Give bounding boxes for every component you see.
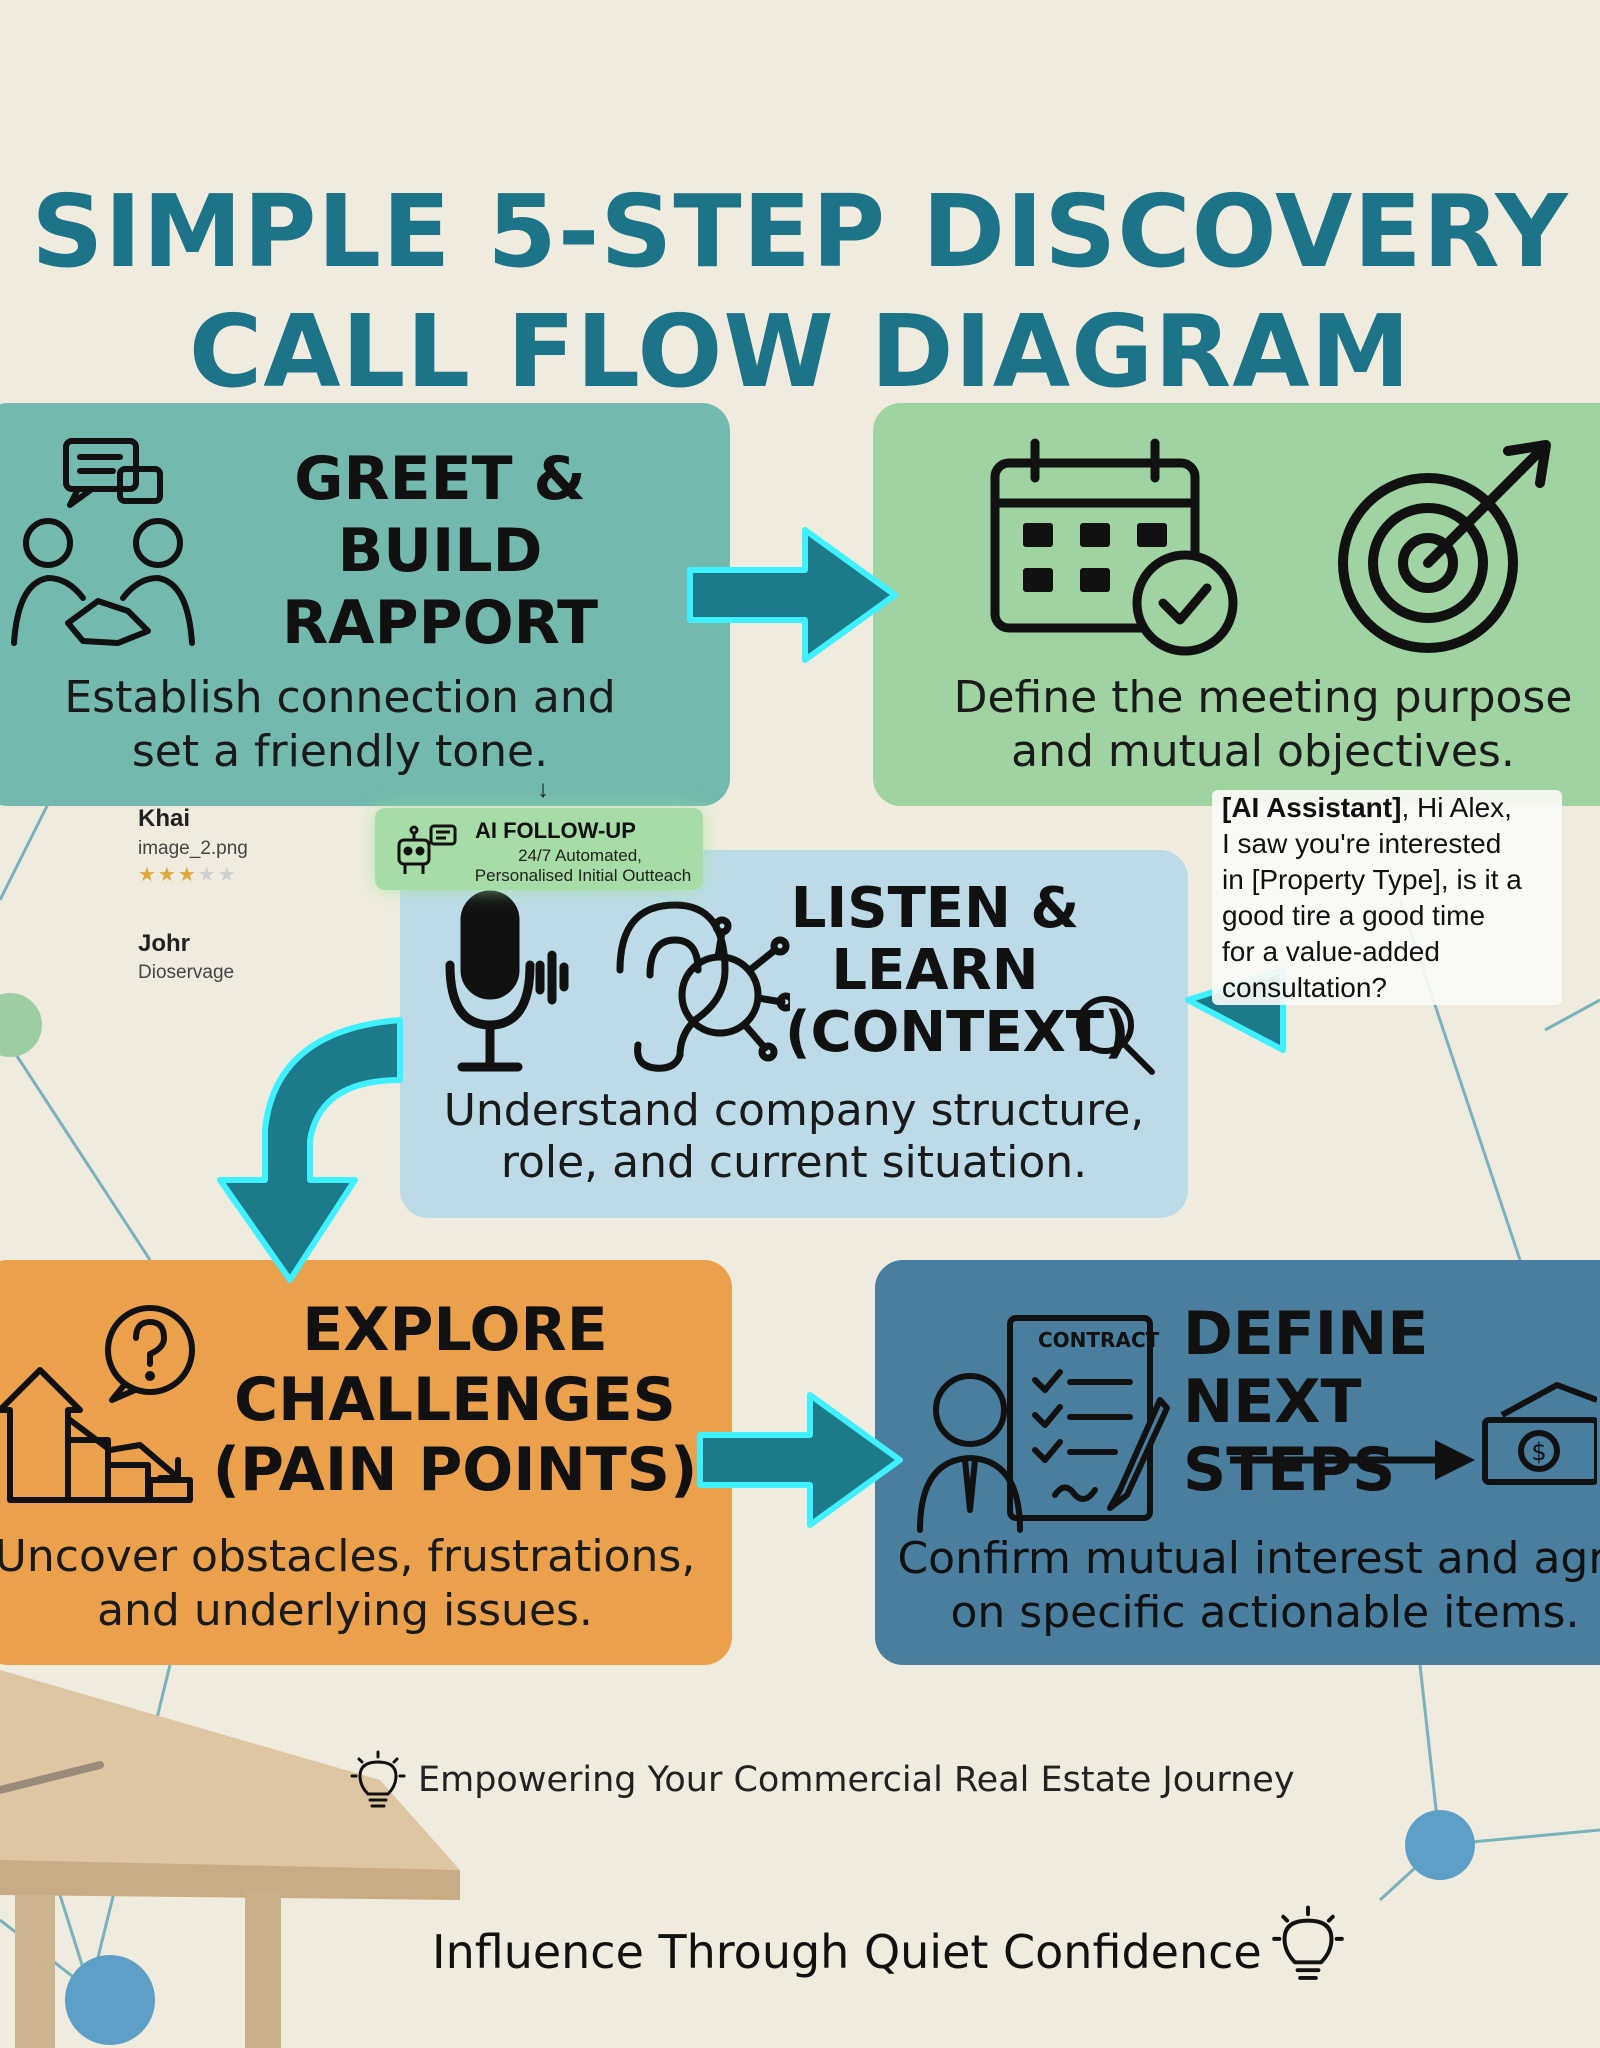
chart-question-icon — [0, 1300, 210, 1520]
step-4-description: Uncover obstacles, frustrations, and und… — [0, 1531, 696, 1636]
step-card-greet: GREET & BUILD RAPPORT Establish connecti… — [0, 403, 730, 806]
contract-person-icon — [915, 1310, 1175, 1540]
user-name: Khai — [138, 805, 191, 832]
people-handshake-chat-icon — [8, 433, 198, 663]
contract-label: CONTRACT — [1038, 1328, 1160, 1352]
tagline-empowering: Empowering Your Commercial Real Estate J… — [418, 1760, 1295, 1800]
step-1-heading: GREET & BUILD RAPPORT — [281, 444, 599, 658]
step-card-explore-challenges: EXPLORE CHALLENGES (PAIN POINTS) Uncover… — [0, 1260, 732, 1665]
money-icon: $ — [1477, 1375, 1597, 1495]
lightbulb-icon — [348, 1750, 408, 1816]
flow-arrow-4-to-5 — [690, 1385, 910, 1540]
chat-body: , Hi Alex, I saw you're interested in [P… — [1222, 792, 1522, 1003]
user-name: Johr — [138, 930, 191, 957]
user-file: Dioservage — [138, 962, 235, 983]
star-rating-empty: ★★ — [197, 864, 238, 886]
microphone-icon — [440, 885, 570, 1085]
flow-arrow-3-to-4 — [200, 1000, 410, 1295]
lightbulb-icon — [1268, 1905, 1348, 1991]
ai-badge-line-1: 24/7 Automated, — [518, 846, 642, 865]
title-line-2: CALL FLOW DIAGRAM — [188, 293, 1412, 410]
calendar-check-icon — [985, 433, 1245, 663]
ai-badge-title: AI FOLLOW-UP — [475, 818, 636, 843]
arrow-right-icon — [1230, 1430, 1480, 1490]
step-4-heading: EXPLORE CHALLENGES (PAIN POINTS) — [212, 1295, 698, 1505]
step-card-next-steps: CONTRACT DEFINE NEXT STEPS $ Confirm mut… — [875, 1260, 1600, 1665]
magnifier-icon — [1070, 990, 1160, 1080]
ear-network-icon — [600, 890, 790, 1080]
svg-text:$: $ — [1531, 1438, 1546, 1466]
step-1-description: Establish connection and set a friendly … — [64, 672, 616, 777]
ai-badge-arrow: ↓ — [537, 776, 549, 803]
page-title: SIMPLE 5-STEP DISCOVERY CALL FLOW DIAGRA… — [0, 172, 1600, 412]
step-card-define-purpose: Define the meeting purpose and mutual ob… — [873, 403, 1600, 806]
ai-follow-up-badge: AI FOLLOW-UP 24/7 Automated, Personalise… — [375, 808, 703, 890]
star-rating: ★★★★★ — [138, 862, 238, 887]
step-3-heading: LISTEN & LEARN (CONTEXT) — [785, 876, 1130, 1065]
step-card-listen-learn: LISTEN & LEARN (CONTEXT) Understand comp… — [400, 850, 1188, 1218]
chat-message-text: [AI Assistant], Hi Alex, I saw you're in… — [1222, 790, 1562, 1006]
title-line-1: SIMPLE 5-STEP DISCOVERY — [31, 173, 1569, 290]
step-5-heading: DEFINE NEXT STEPS — [1183, 1299, 1429, 1505]
chat-sender: [AI Assistant] — [1222, 792, 1402, 823]
ai-badge-line-2: Personalised Initial Outteach — [474, 866, 692, 885]
target-arrow-icon — [1328, 423, 1568, 663]
flow-arrow-1-to-2 — [680, 520, 910, 675]
ai-assistant-message: [AI Assistant], Hi Alex, I saw you're in… — [1212, 790, 1562, 1005]
step-5-description: Confirm mutual interest and agre on spec… — [897, 1533, 1600, 1638]
step-3-description: Understand company structure, role, and … — [443, 1085, 1145, 1188]
star-rating-filled: ★★★ — [138, 864, 198, 886]
step-2-description: Define the meeting purpose and mutual ob… — [953, 672, 1573, 777]
robot-chat-icon — [393, 822, 457, 878]
user-file: image_2.png — [138, 838, 248, 859]
tagline-influence: Influence Through Quiet Confidence — [432, 1925, 1262, 1979]
